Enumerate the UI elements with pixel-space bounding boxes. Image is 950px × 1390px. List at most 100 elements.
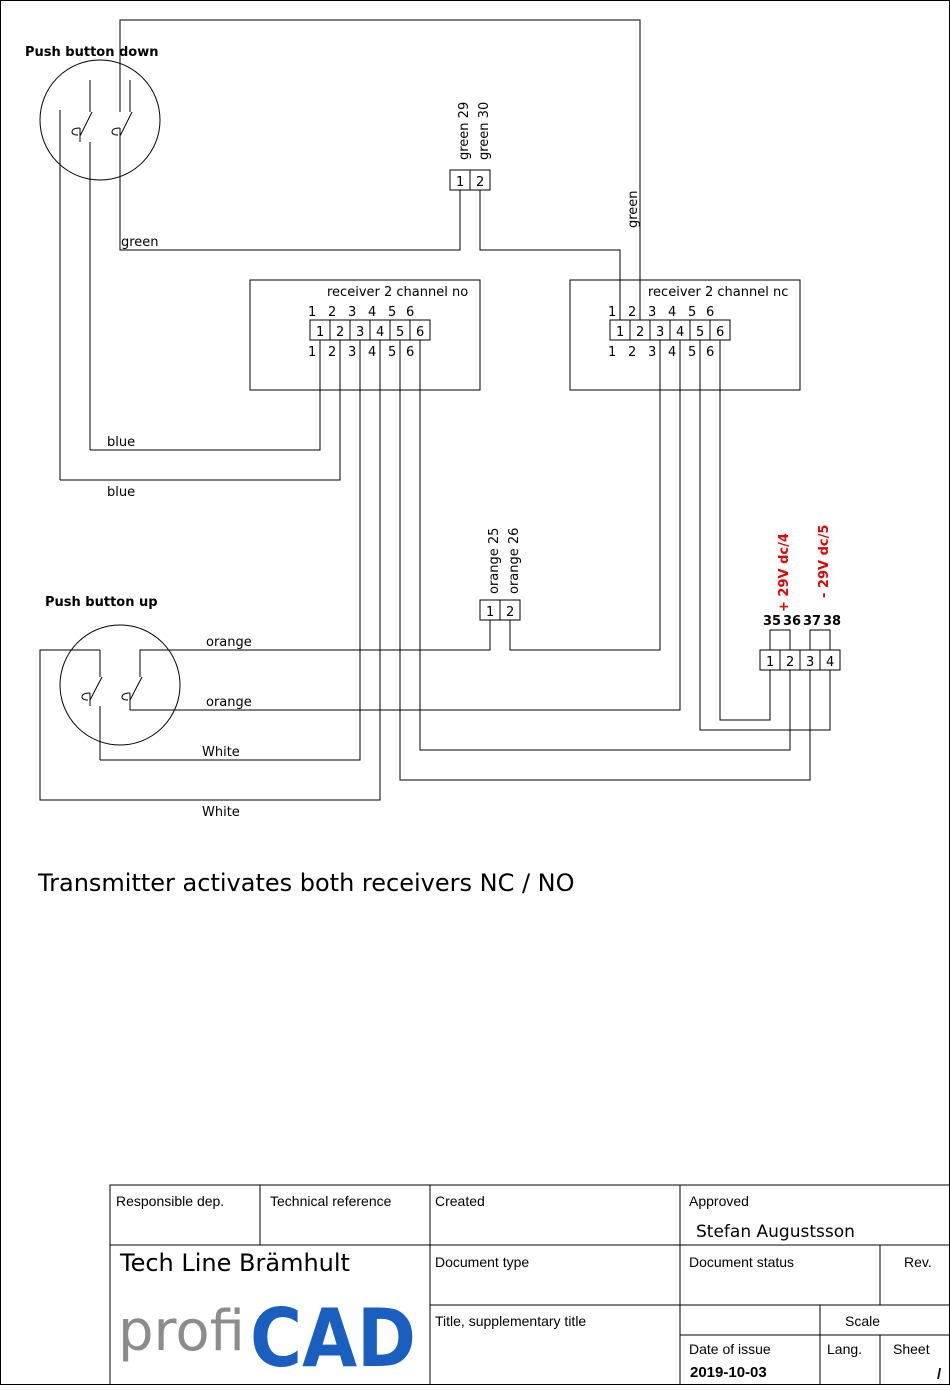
push-button-up-body [59, 624, 181, 746]
approved-by: Stefan Augustsson [696, 1222, 855, 1242]
svg-text:2: 2 [506, 605, 514, 620]
terminal-block-orange: 1 2 orange 25 orange 26 [479, 528, 522, 621]
title-block: Responsible dep. Technical reference Cre… [109, 1184, 950, 1386]
push-button-down-label: Push button down [25, 45, 159, 60]
sheet-number: / [937, 1366, 942, 1383]
svg-text:1: 1 [486, 605, 494, 620]
svg-text:3: 3 [348, 305, 356, 320]
svg-text:36: 36 [783, 614, 801, 629]
svg-text:2: 2 [476, 175, 484, 190]
wire-label-orange-2: orange [206, 695, 252, 710]
svg-text:5: 5 [688, 305, 696, 320]
receiver-nc-title: receiver 2 channel nc [648, 285, 788, 300]
svg-text:6: 6 [716, 325, 724, 340]
svg-text:Document type: Document type [435, 1254, 529, 1270]
svg-text:2: 2 [628, 305, 636, 320]
svg-text:2: 2 [786, 655, 794, 670]
svg-text:3: 3 [356, 325, 364, 340]
terminal-block-green: 1 2 green 29 green 30 [449, 102, 492, 191]
svg-text:1: 1 [608, 305, 616, 320]
company-name: Tech Line Brämhult [119, 1249, 350, 1277]
svg-text:6: 6 [406, 345, 414, 360]
svg-text:Date of issue: Date of issue [689, 1341, 771, 1357]
svg-text:Created: Created [435, 1193, 485, 1209]
svg-text:profi: profi [118, 1299, 245, 1364]
receiver-nc: receiver 2 channel nc 1 2 3 4 5 6 1 2 3 … [569, 279, 801, 391]
svg-text:3: 3 [806, 655, 814, 670]
label-orange-25: orange 25 [487, 528, 502, 594]
svg-text:5: 5 [688, 345, 696, 360]
svg-text:3: 3 [656, 325, 664, 340]
svg-text:3: 3 [648, 305, 656, 320]
wire-label-blue: blue [107, 435, 135, 450]
push-button-up[interactable]: Push button up [45, 595, 181, 760]
svg-text:1: 1 [308, 305, 316, 320]
svg-text:37: 37 [803, 614, 821, 629]
svg-text:5: 5 [388, 345, 396, 360]
svg-text:1: 1 [316, 325, 324, 340]
svg-text:4: 4 [376, 325, 384, 340]
svg-text:Scale: Scale [845, 1313, 880, 1329]
svg-text:CAD: CAD [250, 1292, 416, 1385]
svg-text:2: 2 [336, 325, 344, 340]
svg-text:2: 2 [636, 325, 644, 340]
push-button-up-label: Push button up [45, 595, 158, 610]
svg-text:Document status: Document status [689, 1254, 794, 1270]
svg-text:1: 1 [766, 655, 774, 670]
svg-text:2: 2 [328, 305, 336, 320]
receiver-no-title: receiver 2 channel no [327, 285, 468, 300]
blue-wires: blue blue [60, 340, 341, 500]
svg-text:4: 4 [368, 305, 376, 320]
svg-text:Approved: Approved [689, 1193, 749, 1209]
svg-text:Rev.: Rev. [904, 1254, 932, 1270]
label-orange-26: orange 26 [507, 528, 522, 594]
power-terminal-block: + 29V dc/4 - 29V dc/5 35 36 37 38 1 2 3 … [759, 525, 841, 671]
svg-text:1: 1 [456, 175, 464, 190]
label-minus-29v: - 29V dc/5 [817, 525, 832, 598]
svg-text:1: 1 [616, 325, 624, 340]
svg-text:4: 4 [668, 345, 676, 360]
issue-date: 2019-10-03 [690, 1364, 767, 1381]
svg-text:Lang.: Lang. [827, 1341, 862, 1357]
receiver-no: receiver 2 channel no 1 2 3 4 5 6 1 2 3 … [249, 279, 481, 391]
label-green-30: green 30 [477, 102, 492, 160]
svg-text:3: 3 [348, 345, 356, 360]
svg-text:4: 4 [826, 655, 834, 670]
wire-label-white-2: White [202, 805, 240, 820]
svg-text:3: 3 [648, 345, 656, 360]
proficad-logo: profi CAD [118, 1292, 416, 1385]
wire-label-orange: orange [206, 635, 252, 650]
svg-text:1: 1 [608, 345, 616, 360]
svg-text:2: 2 [628, 345, 636, 360]
svg-text:5: 5 [396, 325, 404, 340]
svg-text:6: 6 [706, 305, 714, 320]
svg-text:5: 5 [388, 305, 396, 320]
push-button-down[interactable]: Push button down [25, 45, 161, 480]
svg-text:2: 2 [328, 345, 336, 360]
svg-text:35: 35 [763, 614, 781, 629]
svg-text:Title, supplementary title: Title, supplementary title [435, 1313, 586, 1329]
svg-text:4: 4 [368, 345, 376, 360]
label-plus-29v: + 29V dc/4 [777, 533, 792, 612]
diagram-caption: Transmitter activates both receivers NC … [37, 869, 575, 897]
svg-text:4: 4 [668, 305, 676, 320]
svg-text:Responsible dep.: Responsible dep. [116, 1193, 224, 1209]
lower-wires: orange orange White White [39, 340, 831, 820]
wire-label-blue-2: blue [107, 485, 135, 500]
wire-label-white: White [202, 745, 240, 760]
wire-label-green: green [121, 235, 159, 250]
svg-text:4: 4 [676, 325, 684, 340]
svg-text:1: 1 [308, 345, 316, 360]
push-button-down-body [39, 59, 161, 181]
svg-text:5: 5 [696, 325, 704, 340]
svg-text:6: 6 [416, 325, 424, 340]
svg-text:Sheet: Sheet [893, 1341, 930, 1357]
wire-label-green-vertical: green [626, 190, 641, 228]
svg-text:Technical reference: Technical reference [270, 1193, 392, 1209]
svg-text:6: 6 [706, 345, 714, 360]
svg-text:6: 6 [406, 305, 414, 320]
green-wires: green green [119, 19, 641, 320]
